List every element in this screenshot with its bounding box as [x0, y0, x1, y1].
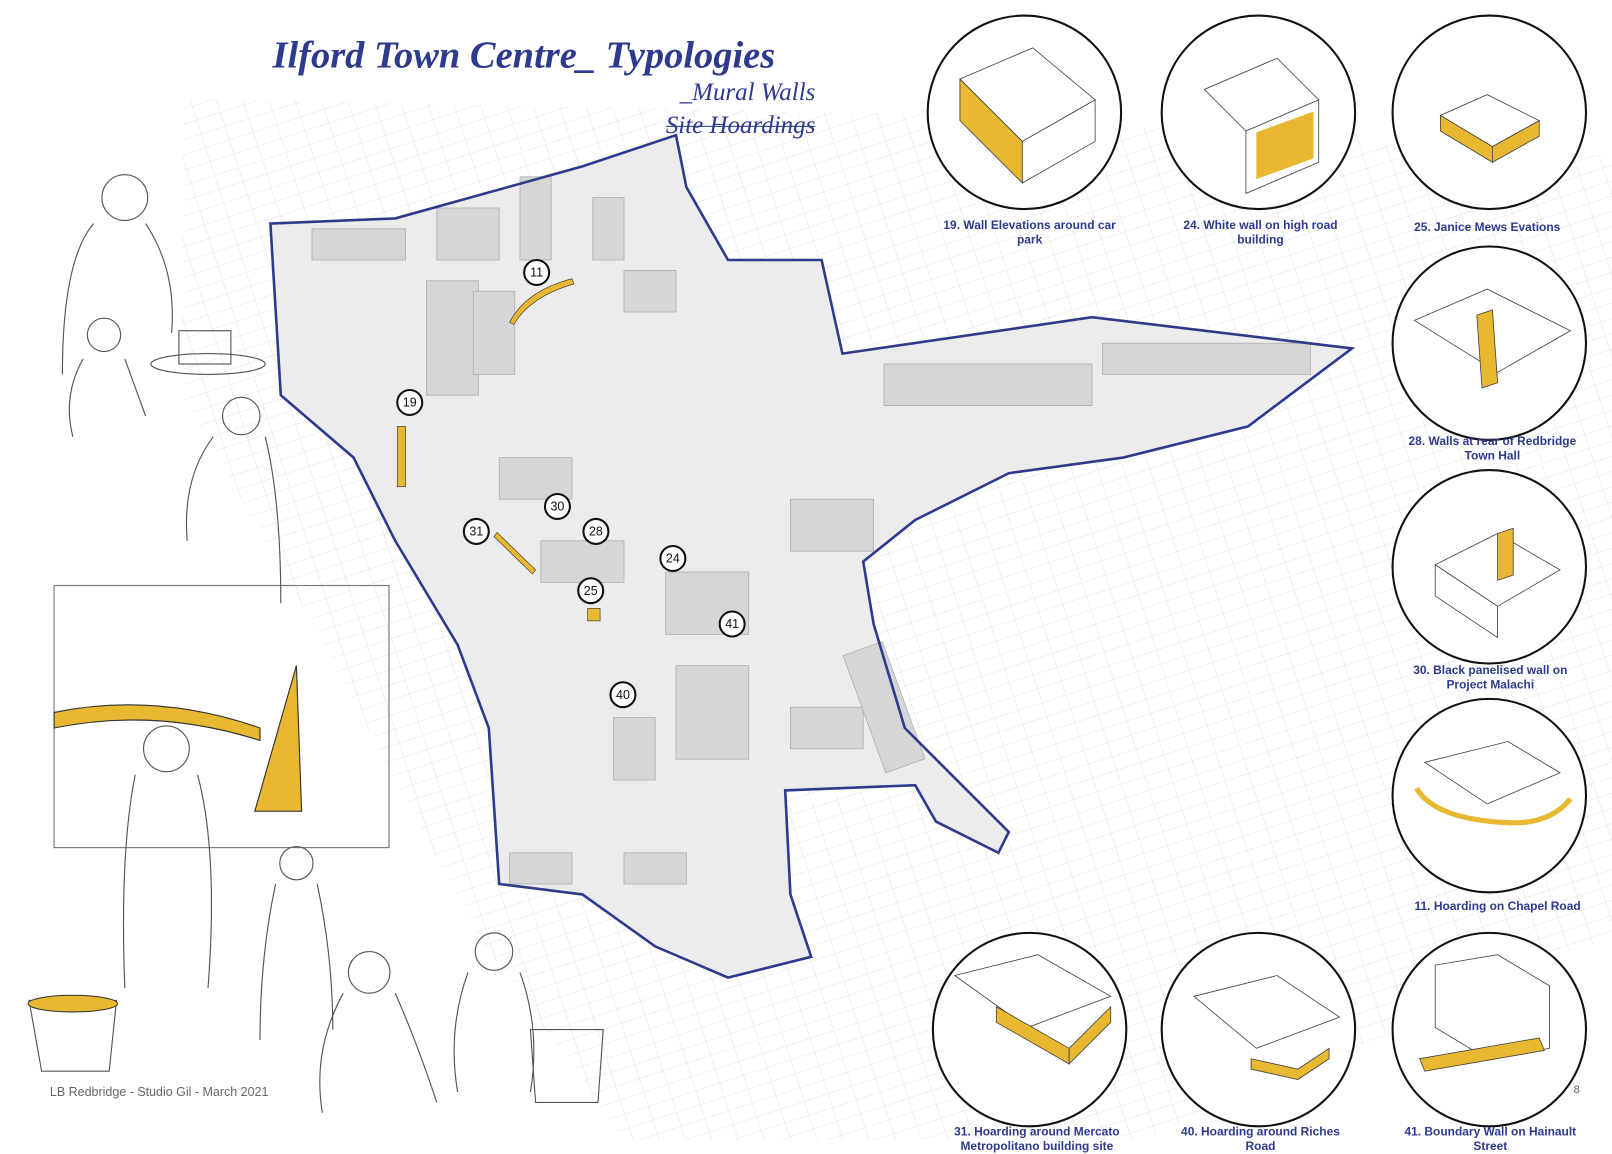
caption-28: 28. Walls at rear of Redbridge Town Hall: [1408, 435, 1577, 463]
typology-25-illustration: [1391, 14, 1588, 211]
caption-19: 19. Wall Elevations around car park: [943, 219, 1116, 247]
map-marker-31[interactable]: 31: [462, 517, 490, 545]
subtitle-mural-walls: _Mural Walls: [679, 79, 816, 107]
map-marker-41[interactable]: 41: [718, 610, 746, 638]
mural-wall-highlights: [396, 278, 601, 622]
bucket-paint: [27, 994, 119, 1013]
page-number: 8: [1573, 1083, 1580, 1097]
map-marker-24[interactable]: 24: [659, 544, 687, 572]
town-centre-area: [270, 135, 1352, 978]
people-illustration: [28, 174, 604, 1113]
caption-25: 25. Janice Mews Evations: [1414, 221, 1561, 234]
typology-40-illustration: [1160, 931, 1357, 1128]
typology-41-illustration: [1391, 931, 1588, 1128]
caption-11: 11. Hoarding on Chapel Road: [1414, 900, 1581, 914]
caption-30: 30. Black panelised wall on Project Mala…: [1413, 664, 1568, 692]
buildings: [311, 176, 1311, 885]
footer-credit: LB Redbridge - Studio Gil - March 2021: [49, 1084, 269, 1100]
town-centre-boundary: [269, 133, 1356, 979]
caption-24: 24. White wall on high road building: [1183, 219, 1338, 247]
typology-30-illustration: [1391, 469, 1588, 665]
map-marker-40[interactable]: 40: [609, 681, 637, 709]
typology-28-illustration: [1391, 245, 1588, 441]
subtitle-site-hoardings: Site Hoardings: [665, 112, 816, 140]
page-title: Ilford Town Centre_ Typologies: [272, 34, 776, 77]
map-marker-30[interactable]: 30: [543, 492, 571, 520]
typology-19-illustration: [926, 14, 1123, 211]
map-marker-11[interactable]: 11: [523, 258, 551, 286]
typology-24-illustration: [1160, 14, 1357, 211]
typology-31-illustration: [931, 931, 1128, 1128]
map-marker-28[interactable]: 28: [582, 517, 610, 545]
map-marker-19[interactable]: 19: [396, 388, 424, 416]
map-marker-25[interactable]: 25: [577, 577, 605, 605]
typology-11-illustration: [1391, 697, 1588, 894]
